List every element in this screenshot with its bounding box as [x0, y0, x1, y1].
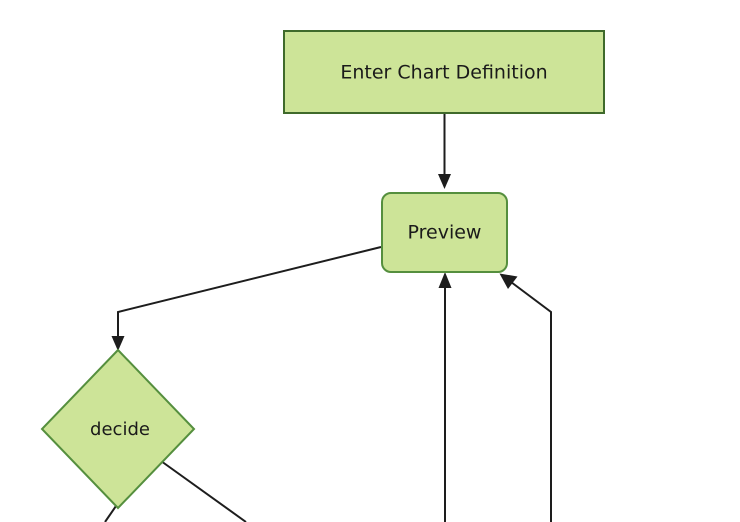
edge-bottom-right-to-preview[interactable] — [499, 273, 552, 522]
edge-group — [104, 114, 552, 522]
edge-bottom-right-to-preview-line — [510, 281, 552, 522]
node-enter-chart-definition-shape — [283, 30, 605, 114]
node-enter-chart-definition-label: Enter Chart Definition — [340, 62, 547, 84]
node-preview[interactable]: Preview — [381, 192, 508, 273]
node-decide[interactable]: decide — [40, 348, 196, 510]
edge-decide-bottom[interactable] — [104, 505, 117, 522]
edge-decide-bottom-line — [104, 505, 117, 522]
node-group: Enter Chart Definition Preview decide — [40, 30, 605, 510]
node-decide-shape — [40, 348, 196, 510]
edge-bottom-center-to-preview-arrowhead — [438, 272, 452, 288]
node-preview-shape — [381, 192, 508, 273]
node-enter-chart-definition[interactable]: Enter Chart Definition — [283, 30, 605, 114]
edge-preview-to-decide-arrowhead — [111, 336, 125, 351]
edge-bottom-center-to-preview[interactable] — [438, 272, 452, 522]
edge-decide-right[interactable] — [160, 460, 247, 522]
edge-decide-right-line — [160, 460, 247, 522]
node-preview-label: Preview — [408, 222, 482, 244]
node-decide-label: decide — [90, 419, 150, 440]
edge-enter-to-preview[interactable] — [438, 114, 451, 189]
edge-enter-to-preview-arrowhead — [438, 174, 451, 189]
edge-bottom-right-to-preview-arrowhead — [499, 273, 518, 289]
edge-preview-to-decide-line — [117, 246, 382, 338]
edge-preview-to-decide[interactable] — [111, 246, 382, 351]
